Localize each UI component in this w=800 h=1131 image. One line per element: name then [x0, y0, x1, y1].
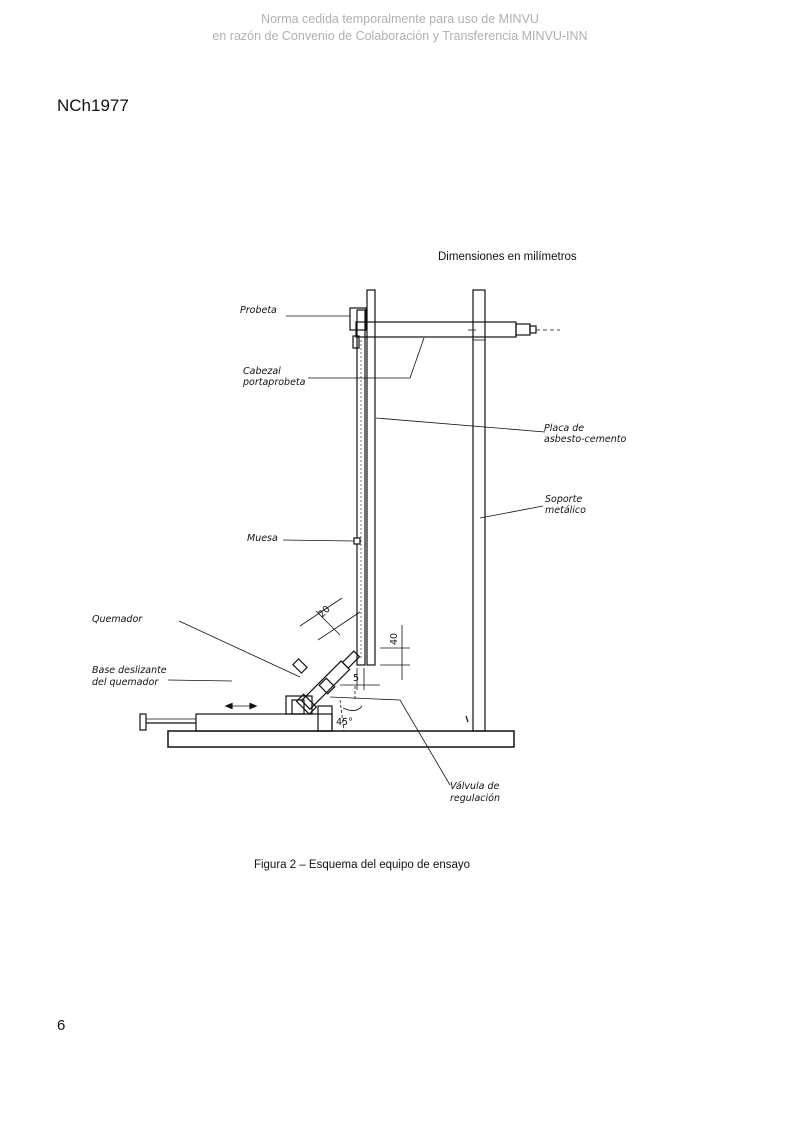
label-base-1: Base deslizante [92, 665, 167, 676]
metal-support-post [472, 289, 486, 732]
label-soporte-2: metálico [545, 505, 586, 516]
page-number: 6 [57, 1017, 66, 1034]
asbestos-cement-plate [366, 289, 376, 666]
label-base-2: del quemador [92, 677, 159, 688]
dimension-5: 5 [353, 673, 359, 684]
dimension-40: 40 [389, 633, 400, 645]
standard-code: NCh1977 [57, 96, 129, 115]
arm-end-cap [515, 323, 531, 336]
specimen-holder-head [349, 307, 367, 331]
watermark-line-2: en razón de Convenio de Colaboración y T… [212, 29, 588, 43]
label-muesca: Muesa [247, 533, 278, 544]
notch-mark [353, 537, 361, 545]
label-valvula-2: regulación [450, 793, 500, 804]
label-soporte-1: Soporte [545, 494, 582, 505]
specimen [356, 309, 366, 666]
burner-sliding-base [195, 713, 333, 732]
label-valvula-1: Válvula de [450, 781, 500, 792]
base-plate [167, 730, 515, 748]
label-placa-1: Placa de [544, 423, 584, 434]
watermark-line-1: Norma cedida temporalmente para uso de M… [261, 12, 539, 26]
regulation-valve [318, 677, 336, 695]
label-probeta: Probeta [240, 305, 277, 316]
horizontal-arm [355, 321, 517, 338]
label-cabezal-2: portaprobeta [242, 377, 306, 388]
burner [295, 650, 361, 715]
dimension-angle-45: 45° [336, 717, 353, 728]
label-placa-2: asbesto-cemento [544, 434, 626, 445]
label-quemador: Quemador [92, 614, 143, 625]
dimensions-note: Dimensiones en milímetros [438, 251, 577, 263]
figure-caption: Figura 2 – Esquema del equipo de ensayo [253, 859, 471, 871]
label-cabezal-1: Cabezal [243, 366, 281, 377]
